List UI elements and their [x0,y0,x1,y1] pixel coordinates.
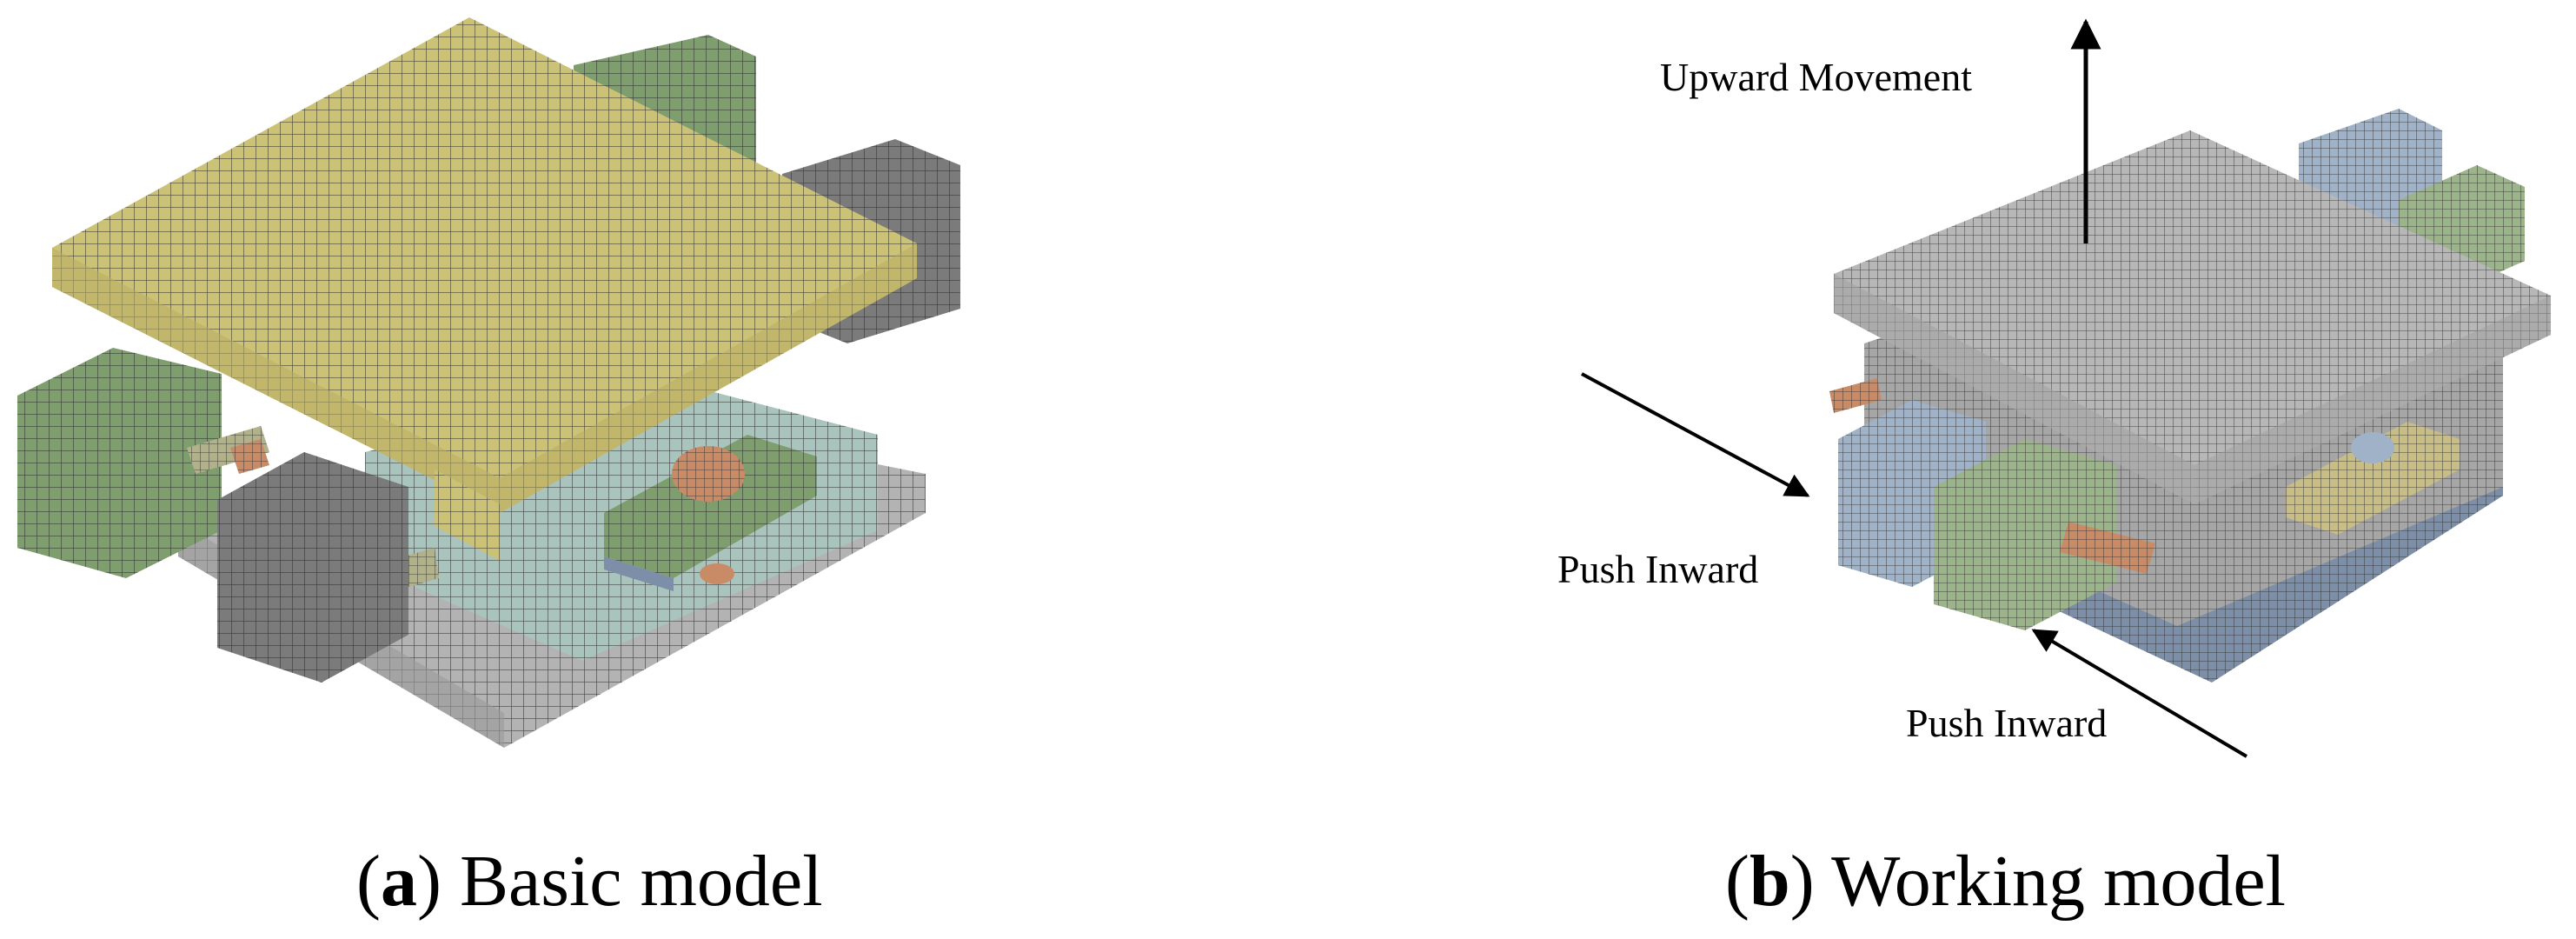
left-green-block [17,348,222,578]
basic-model [17,17,960,748]
push-inward-label-left: Push Inward [1557,547,1759,591]
caption-a-text: Basic model [459,841,823,922]
front-rod-b [2060,522,2155,574]
front-green-block [1934,439,2116,630]
arrows [1581,18,2248,758]
left-bolt-b [1829,378,1882,413]
yellow-plate-b [2286,422,2460,535]
right-clamp-plate [604,435,817,591]
bolt-head [672,446,745,584]
caption-a: (a) Basic model [356,841,823,922]
top-plate [52,17,917,561]
upward-movement-label: Upward Movement [1660,55,1972,99]
push-inward-arrow-left [1581,372,1810,497]
push-inward-label-right: Push Inward [1906,701,2108,745]
push-inward-arrow-right [2031,629,2248,758]
top-plate-b [1834,130,2551,504]
caption-b: (b) Working model [1725,841,2286,922]
caption-b-letter: b [1749,841,1790,922]
caption-a-letter: a [380,841,417,922]
working-model [1581,18,2551,758]
front-dark-block [217,452,408,683]
bolt-small [230,439,269,474]
caption-b-text: Working model [1831,841,2286,922]
